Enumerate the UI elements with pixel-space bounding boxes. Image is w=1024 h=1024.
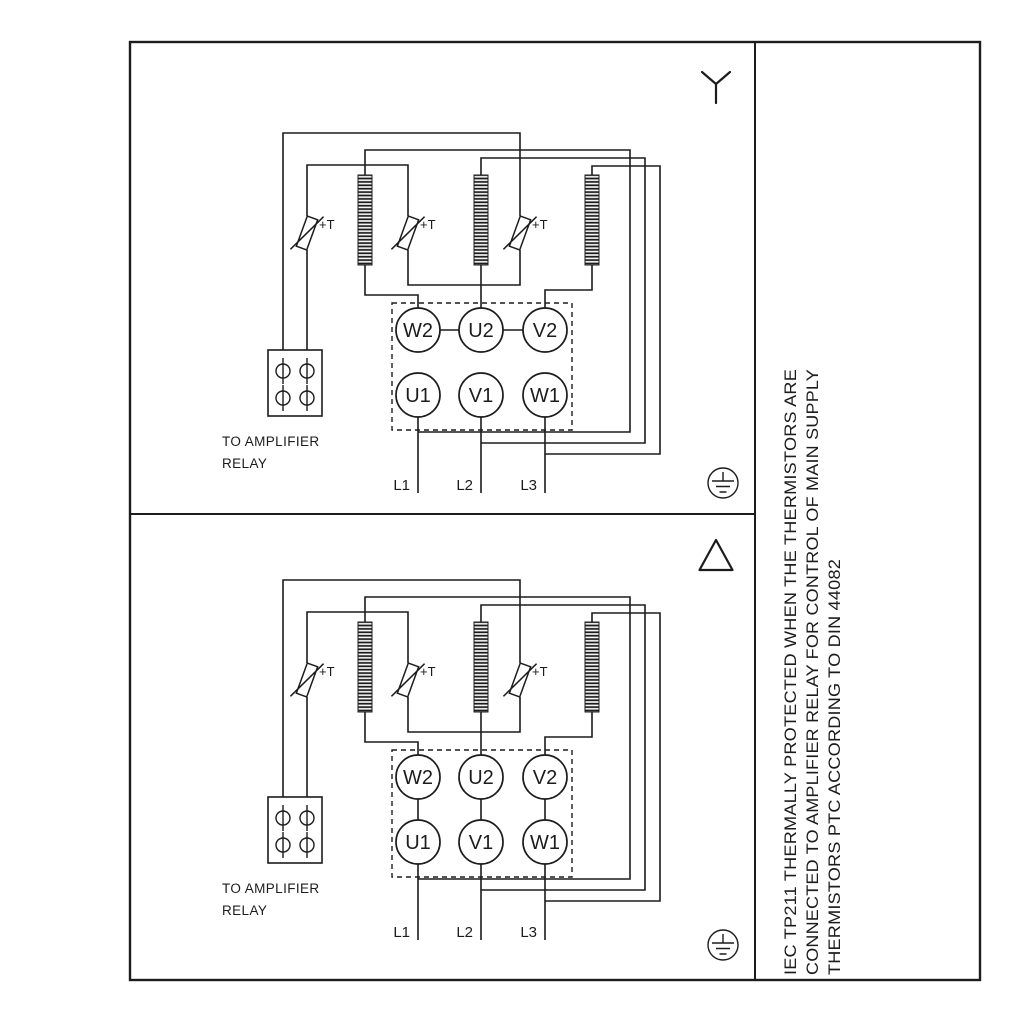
thermistor-label: +T [319, 217, 335, 232]
supply-label-l2: L2 [456, 924, 473, 941]
thermistor-label: +T [420, 217, 436, 232]
terminal-label-v1: V1 [469, 832, 493, 854]
terminal-label-v2: V2 [533, 320, 557, 342]
relay-caption-line1: TO AMPLIFIER [222, 434, 320, 449]
delta-bridge-links [417, 799, 546, 820]
relay-caption-line1: TO AMPLIFIER [222, 881, 320, 896]
terminal-label-w1: W1 [530, 385, 560, 407]
side-note-line-1: IEC TP211 THERMALLY PROTECTED WHEN THE T… [782, 369, 800, 975]
terminal-label-w1: W1 [530, 832, 560, 854]
relay-caption-line2: RELAY [222, 903, 267, 918]
supply-label-l1: L1 [393, 477, 410, 494]
terminal-label-v1: V1 [469, 385, 493, 407]
terminal-label-u1: U1 [405, 385, 431, 407]
terminal-label-u1: U1 [405, 832, 431, 854]
supply-label-l3: L3 [520, 924, 537, 941]
thermistor-label: +T [532, 664, 548, 679]
terminal-label-u2: U2 [468, 767, 494, 789]
terminal-label-v2: V2 [533, 767, 557, 789]
terminal-label-w2: W2 [403, 320, 433, 342]
side-note-line-3: THERMISTORS PTC ACCORDING TO DIN 44082 [826, 559, 844, 975]
wye-icon [700, 70, 732, 105]
drawing-frame [128, 40, 982, 982]
thermistor-label: +T [532, 217, 548, 232]
side-note-line-2: CONNECTED TO AMPLIFIER RELAY FOR CONTROL… [804, 369, 822, 975]
thermistor-label: +T [420, 664, 436, 679]
terminal-label-u2: U2 [468, 320, 494, 342]
thermistor-label: +T [319, 664, 335, 679]
supply-label-l1: L1 [393, 924, 410, 941]
relay-caption-line2: RELAY [222, 456, 267, 471]
terminal-label-w2: W2 [403, 767, 433, 789]
supply-label-l2: L2 [456, 477, 473, 494]
supply-label-l3: L3 [520, 477, 537, 494]
delta-icon [698, 538, 734, 572]
